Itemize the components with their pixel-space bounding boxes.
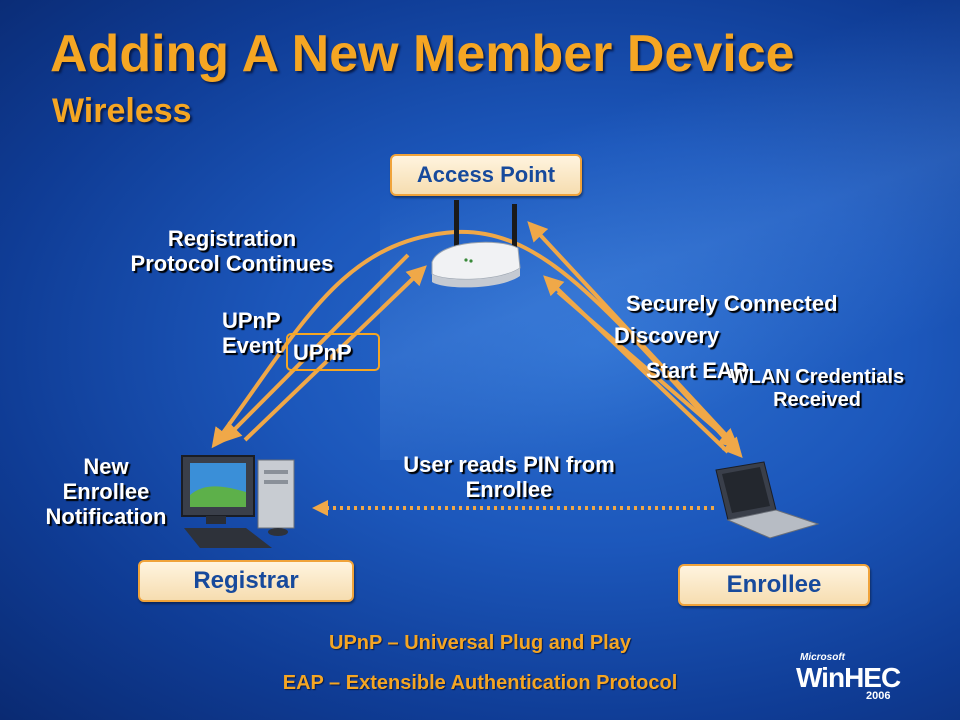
logo-year: 2006: [866, 690, 891, 702]
arrow-start-eap: [543, 275, 730, 454]
enrollee-box: Enrollee: [678, 564, 870, 606]
slide-subtitle: Wireless: [52, 92, 192, 130]
new-enrollee-line1: New: [83, 454, 129, 479]
upnp-boxed-label: UPnP: [293, 340, 352, 365]
user-reads-line1: User reads PIN from: [403, 452, 615, 477]
new-enrollee-line2: Enrollee: [62, 479, 150, 504]
arrow-upnp-event: [221, 253, 410, 443]
arrow-upnp: [243, 265, 427, 442]
registration-line1: Registration: [167, 226, 297, 251]
upnp-definition: UPnP – Universal Plug and Play: [329, 632, 631, 654]
logo-winhec: WinHEC: [796, 662, 901, 693]
access-point-box: Access Point: [390, 154, 582, 196]
pin-arrow-head: [312, 500, 328, 516]
user-reads-line2: Enrollee: [465, 477, 553, 502]
new-enrollee-notification-label: New Enrollee Notification: [30, 454, 182, 529]
registrar-computer-icon: [181, 455, 295, 548]
eap-definition: EAP – Extensible Authentication Protocol: [282, 672, 678, 694]
start-eap-label: Start EAP: [646, 358, 748, 383]
upnp-highlight-box: [286, 333, 380, 371]
logo-microsoft: Microsoft: [800, 652, 845, 663]
upnp-event-line2: Event: [222, 333, 282, 358]
access-point-icon: [431, 200, 521, 288]
upnp-event-label: UPnP Event: [222, 308, 282, 358]
new-enrollee-line3: Notification: [45, 504, 167, 529]
enrollee-laptop-icon: [715, 461, 820, 539]
registrar-box: Registrar: [138, 560, 354, 602]
wlan-line2: Received: [773, 389, 861, 411]
slide-title: Adding A New Member Device: [50, 25, 795, 83]
registration-label: Registration Protocol Continues: [106, 226, 358, 276]
winhec-logo: Microsoft WinHEC 2006: [796, 652, 916, 702]
securely-connected-label: Securely Connected: [626, 291, 838, 316]
registration-line2: Protocol Continues: [130, 251, 334, 276]
discovery-label: Discovery: [614, 323, 720, 348]
wlan-credentials-label: WLAN Credentials Received: [706, 366, 928, 412]
user-reads-pin-label: User reads PIN from Enrollee: [364, 452, 654, 502]
upnp-event-line1: UPnP: [222, 308, 281, 333]
arrow-secure-connect: [527, 221, 740, 450]
wlan-line1: WLAN Credentials: [729, 366, 905, 388]
